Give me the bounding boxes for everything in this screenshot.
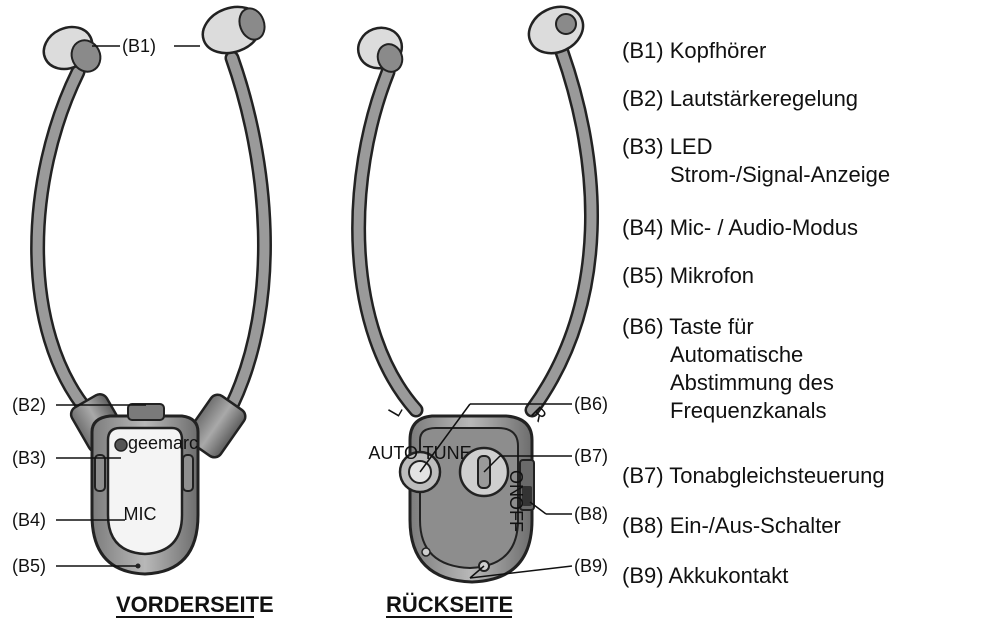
callout-b3: (B3) [12, 448, 46, 468]
legend-item-b1: (B1) Kopfhörer [622, 37, 766, 65]
legend-code: (B8) [622, 512, 664, 540]
legend-item-b8: (B8) Ein-/Aus-Schalter [622, 512, 841, 540]
legend-item-b3: (B3) LED Strom-/Signal-Anzeige [622, 133, 890, 189]
led-indicator [115, 439, 127, 451]
off-label: OFF [506, 496, 526, 532]
callout-b1: (B1) [122, 36, 156, 56]
legend-text: LED [670, 134, 713, 159]
front-right-earbud [196, 0, 268, 61]
front-left-earbud [37, 19, 106, 76]
callout-b9: (B9) [574, 556, 608, 576]
legend-text: Akkukontakt [668, 563, 788, 588]
legend-code: (B9) [622, 562, 664, 590]
legend-item-b2: (B2) Lautstärkeregelung [622, 85, 858, 113]
legend-item-b5: (B5) Mikrofon [622, 262, 754, 290]
legend-text-continued: Strom-/Signal-Anzeige [622, 161, 890, 189]
auto-tune-label: AUTO TUNE [368, 443, 471, 463]
legend-code: (B7) [622, 462, 664, 490]
legend-text: Ein-/Aus-Schalter [670, 513, 841, 538]
callout-b7: (B7) [574, 446, 608, 466]
callout-b6: (B6) [574, 394, 608, 414]
legend-text-continued: Abstimmung des [622, 369, 834, 397]
legend-code: (B5) [622, 262, 664, 290]
legend-text: Lautstärkeregelung [670, 86, 858, 111]
legend-item-b4: (B4) Mic- / Audio-Modus [622, 214, 858, 242]
mic-label: MIC [124, 504, 157, 524]
front-view: geemarc MIC [37, 0, 269, 574]
callout-b2: (B2) [12, 395, 46, 415]
legend-text: Mic- / Audio-Modus [670, 215, 858, 240]
legend-code: (B2) [622, 85, 664, 113]
legend-item-b9: (B9) Akkukontakt [622, 562, 788, 590]
callout-b5: (B5) [12, 556, 46, 576]
legend-text: Kopfhörer [670, 38, 767, 63]
legend-text: Taste für [669, 314, 753, 339]
callout-b4: (B4) [12, 510, 46, 530]
callout-b8: (B8) [574, 504, 608, 524]
back-left-earbud [352, 22, 407, 76]
on-label: ON [506, 470, 526, 497]
legend-item-b7: (B7) Tonabgleichsteuerung [622, 462, 885, 490]
legend-text: Mikrofon [670, 263, 754, 288]
legend-code: (B3) [622, 133, 664, 161]
back-right-earbud [521, 0, 590, 62]
legend-code: (B1) [622, 37, 664, 65]
back-view: L R AUTO TUNE ON OFF [352, 0, 591, 582]
brand-logo: geemarc [128, 433, 198, 453]
front-caption: VORDERSEITE [116, 592, 274, 617]
legend-code: (B6) [622, 313, 664, 341]
legend-text-continued: Automatische [622, 341, 834, 369]
back-caption: RÜCKSEITE [386, 592, 513, 617]
legend-text-continued: Frequenzkanals [622, 397, 834, 425]
legend-code: (B4) [622, 214, 664, 242]
microphone-hole [136, 564, 141, 569]
legend-item-b6: (B6) Taste für Automatische Abstimmung d… [622, 313, 834, 425]
legend-text: Tonabgleichsteuerung [669, 463, 884, 488]
